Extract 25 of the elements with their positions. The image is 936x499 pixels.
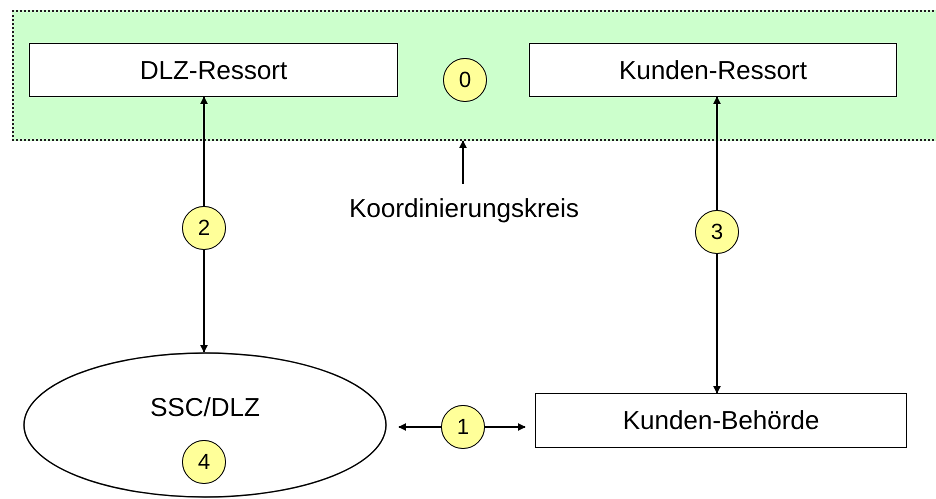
node-label: SSC/DLZ — [150, 392, 260, 423]
annotation-text: Koordinierungskreis — [349, 192, 579, 224]
number-label: 0 — [458, 67, 472, 93]
process-box — [529, 43, 897, 97]
number-label: 3 — [710, 219, 724, 245]
number-label: 2 — [198, 215, 210, 241]
step-number — [182, 206, 226, 250]
node-label: DLZ-Ressort — [140, 54, 288, 86]
number-label: 4 — [198, 449, 210, 475]
step-number — [695, 210, 739, 254]
step-number — [443, 58, 487, 102]
arrow — [398, 423, 441, 431]
arrow — [485, 423, 526, 431]
number-label: 1 — [456, 414, 470, 440]
node-label: Kunden-Behörde — [622, 405, 820, 436]
step-number — [441, 405, 485, 449]
process-box — [535, 393, 907, 448]
arrow — [713, 96, 721, 210]
arrow — [459, 140, 467, 184]
arrow — [200, 250, 208, 353]
arrow — [713, 254, 721, 394]
group-band — [12, 10, 936, 141]
process-box — [29, 43, 398, 97]
node-label: Kunden-Ressort — [619, 54, 807, 86]
arrow — [200, 96, 208, 206]
